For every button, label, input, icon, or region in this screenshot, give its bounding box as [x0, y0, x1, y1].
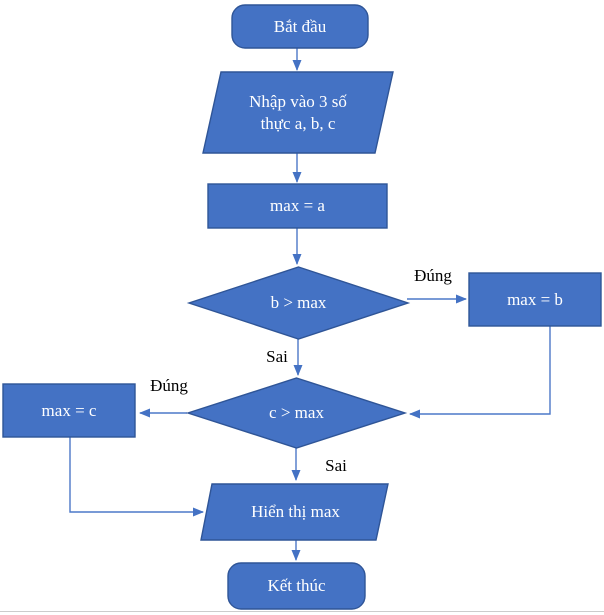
node-assign-c-shape	[2, 383, 136, 438]
connector-assign-b-to-decision-c	[409, 326, 551, 419]
node-start-shape	[231, 4, 369, 49]
node-end-shape	[227, 562, 366, 610]
node-assign-b-shape	[468, 272, 602, 327]
node-input-shape	[202, 71, 394, 154]
node-decision-c-shape	[185, 377, 408, 449]
bottom-divider-line	[0, 611, 604, 612]
node-decision-b-shape	[186, 266, 411, 340]
connector-assign-c-to-output	[69, 437, 204, 517]
node-output-shape	[200, 483, 389, 541]
node-assign-a-shape	[207, 183, 388, 229]
